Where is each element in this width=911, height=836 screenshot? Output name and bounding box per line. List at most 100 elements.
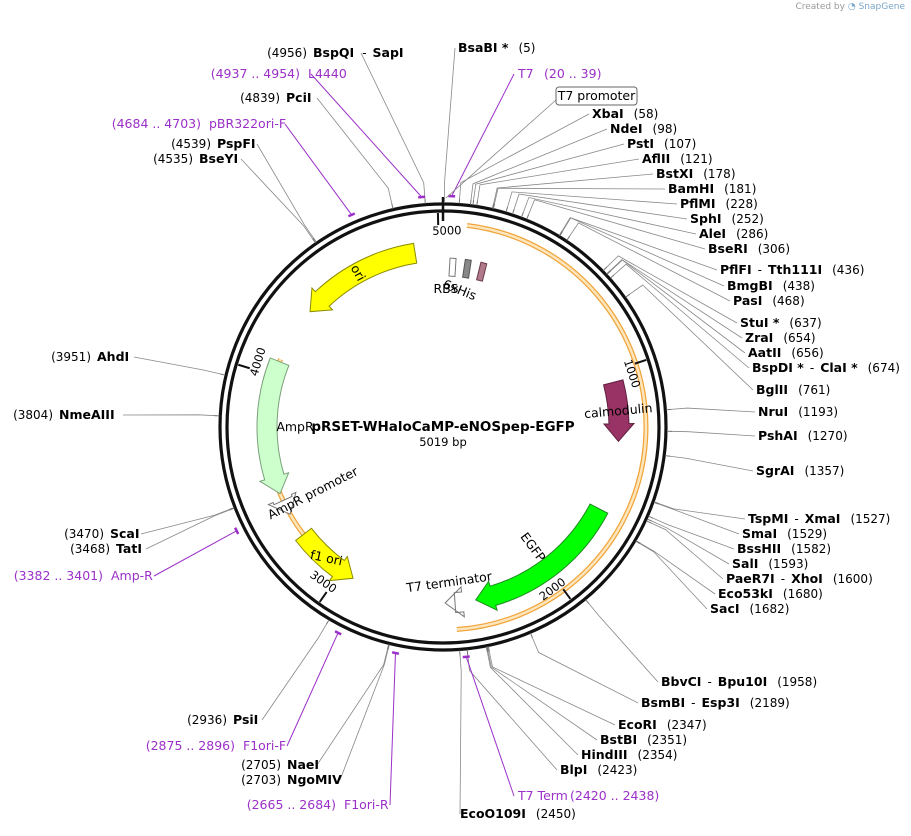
site-pos-smai: (1529) (787, 527, 827, 541)
leader-alei (522, 197, 697, 235)
site-bsmbi[interactable]: BsmBI-Esp3I(2189) (641, 695, 790, 710)
site-bseyi[interactable]: (4535)BseYI (153, 151, 238, 166)
site-pos-ngomiv: (2703) (241, 773, 281, 787)
site-bamhi[interactable]: BamHI(181) (668, 181, 756, 196)
site-scai[interactable]: (3470)ScaI (64, 526, 139, 541)
primer-f1ori-f[interactable]: (2875 .. 2896)F1ori-F (146, 738, 286, 753)
site-pflfi[interactable]: PflFI-Tth111I(436) (720, 262, 864, 277)
cut-mark-saci (635, 540, 641, 545)
feature-egfp-arrow (475, 503, 609, 612)
site-bsabi[interactable]: BsaBI *(5) (458, 40, 535, 55)
site-tati[interactable]: (3468)TatI (70, 541, 142, 556)
site-name-ndei: NdeI (610, 121, 643, 136)
primer-f1ori-r[interactable]: (2665 .. 2684)F1ori-R (247, 797, 389, 812)
site-pos-hindiii: (2354) (638, 748, 678, 762)
site-bseri[interactable]: BseRI(306) (708, 241, 790, 256)
t7-promoter-label: T7 promoter (557, 88, 636, 103)
site-bmgbi[interactable]: BmgBI(438) (727, 278, 815, 293)
primer-mark-t7-term (462, 655, 470, 659)
leader-bamhi (493, 187, 666, 206)
site-nmeaiii[interactable]: (3804)NmeAIII (13, 407, 115, 422)
site-stui[interactable]: StuI *(637) (740, 315, 822, 330)
site-zrai[interactable]: ZraI(654) (745, 330, 816, 345)
cut-mark-bmgbi (559, 231, 563, 237)
cut-mark-bseri (526, 214, 530, 220)
primer-label-f1ori-f: F1ori-F (243, 738, 286, 753)
site-label-nrui: NruI(1193) (758, 404, 838, 419)
primer-t7-term[interactable]: T7 Term(2420 .. 2438) (517, 788, 659, 803)
site-name-blpi: BlpI (560, 762, 587, 777)
feature-6xhis-mark (462, 258, 472, 279)
site-naei[interactable]: (2705)NaeI (241, 757, 319, 772)
site-bsshii[interactable]: BssHII(1582) (737, 541, 831, 556)
site-eco53ki[interactable]: Eco53kI(1680) (718, 586, 823, 601)
site-pspfi[interactable]: (4539)PspFI (171, 136, 255, 151)
site-saci[interactable]: SacI(1682) (710, 601, 789, 616)
site-pos-nmeaiii: (3804) (13, 408, 53, 422)
site-xbai[interactable]: XbaI(58) (592, 106, 658, 121)
site-sali[interactable]: SalI(1593) (732, 556, 808, 571)
primer-range-f1ori-r: (2665 .. 2684) (247, 797, 336, 812)
site-name2-bspdi: ClaI * (820, 360, 858, 375)
cut-mark-sphi (512, 209, 515, 215)
cut-mark-naei (387, 644, 390, 650)
site-name-smai: SmaI (742, 526, 777, 541)
leader-tati (145, 508, 232, 550)
site-pshai[interactable]: PshAI(1270) (758, 428, 848, 443)
site-nrui[interactable]: NruI(1193) (758, 404, 838, 419)
primer-leader-amp-r (153, 530, 237, 577)
primer-l4440[interactable]: (4937 .. 4954)L4440 (211, 66, 347, 81)
cut-mark-ngomiv (387, 644, 390, 650)
site-tspmi[interactable]: TspMI-XmaI(1527) (748, 511, 890, 526)
site-bstbi[interactable]: BstBI(2351) (600, 732, 687, 747)
site-ecori[interactable]: EcoRI(2347) (618, 717, 707, 732)
cut-mark-ndei (469, 199, 472, 205)
site-pasi[interactable]: PasI(468) (733, 293, 805, 308)
site-name-bbvci: BbvCI (661, 674, 701, 689)
site-smai[interactable]: SmaI (1529) (742, 526, 827, 541)
leader-lines (122, 47, 756, 815)
site-name-scai: ScaI (110, 526, 140, 541)
site-sphi[interactable]: SphI(252) (690, 211, 764, 226)
site-paer7i[interactable]: PaeR7I-XhoI(1600) (726, 571, 873, 586)
site-alei[interactable]: AleI(286) (699, 226, 768, 241)
site-blpi[interactable]: BlpI(2423) (560, 762, 637, 777)
site-bspdi[interactable]: BspDI *-ClaI *(674) (752, 360, 900, 375)
site-aatii[interactable]: AatII(656) (748, 345, 824, 360)
site-pflmi[interactable]: PflMI(228) (680, 196, 758, 211)
site-pos-pshai: (1270) (808, 429, 848, 443)
primer-pbr322ori-f[interactable]: (4684 .. 4703)pBR322ori-F (112, 116, 286, 131)
site-psti[interactable]: PstI(107) (627, 136, 696, 151)
site-label-smai: SmaI (1529) (742, 526, 827, 541)
primer-label-l4440: L4440 (308, 66, 347, 81)
site-bspqi[interactable]: (4956)BspQI-SapI (267, 45, 404, 60)
site-label-bsshii: BssHII(1582) (737, 541, 831, 556)
site-label-stui: StuI *(637) (740, 315, 822, 330)
site-aflii[interactable]: AflII(121) (642, 151, 713, 166)
site-bbvci[interactable]: BbvCI-Bpu10I(1958) (661, 674, 817, 689)
site-ecoo109i[interactable]: EcoO109I(2450) (460, 806, 576, 821)
site-ngomiv[interactable]: (2703)NgoMIV (241, 772, 342, 787)
site-name2-bspqi: SapI (373, 45, 404, 60)
site-pcii[interactable]: (4839)PciI (240, 90, 311, 105)
site-ahdi[interactable]: (3951)AhdI (51, 349, 129, 364)
site-name-sphi: SphI (690, 211, 722, 226)
site-label-bspdi: BspDI *-ClaI *(674) (752, 360, 900, 375)
site-bglii[interactable]: BglII(761) (756, 382, 830, 397)
cut-mark-ahdi (220, 373, 226, 376)
t7-promoter-box[interactable]: T7 promoter (555, 86, 638, 106)
site-label-tati: TatI (116, 541, 142, 556)
primer-t7[interactable]: T7(20 .. 39) (517, 66, 601, 81)
primer-amp-r[interactable]: (3382 .. 3401)Amp-R (14, 568, 153, 583)
site-ndei[interactable]: NdeI(98) (610, 121, 677, 136)
site-psii[interactable]: (2936)PsiI (187, 712, 258, 727)
site-label-scai: ScaI (110, 526, 140, 541)
site-sgrai[interactable]: SgrAI(1357) (756, 463, 844, 478)
site-label-paer7i: PaeR7I-XhoI(1600) (726, 571, 873, 586)
site-bstxi[interactable]: BstXI(178) (656, 166, 736, 181)
site-pos-bsabi: (5) (518, 41, 535, 55)
site-label-xbai: XbaI(58) (592, 106, 658, 121)
site-label-sgrai: SgrAI(1357) (756, 463, 844, 478)
plasmid-name: pRSET-WHaloCaMP-eNOSpep-EGFP (311, 419, 574, 435)
site-hindiii[interactable]: HindIII(2354) (581, 747, 677, 762)
